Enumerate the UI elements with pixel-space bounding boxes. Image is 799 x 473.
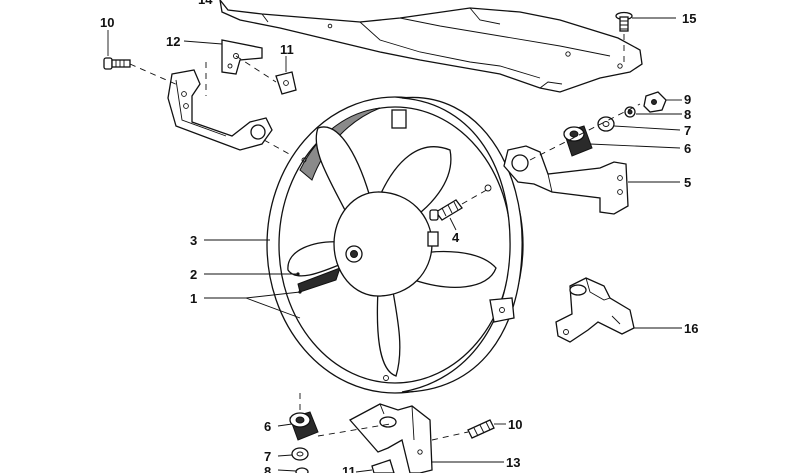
callout-12: 12 — [166, 34, 180, 49]
callout-3: 3 — [190, 233, 197, 248]
callout-14: 15 — [682, 11, 696, 26]
right-bracket — [503, 91, 682, 215]
callout-15: 13 — [506, 455, 520, 470]
callout-2: 2 — [190, 267, 197, 282]
screw-14 — [615, 11, 676, 62]
callout-7-lower: 7 — [264, 449, 271, 464]
callout-1: 1 — [190, 291, 197, 306]
callout-5: 5 — [684, 175, 691, 190]
cover-plate — [219, 0, 643, 93]
callout-10-lower: 10 — [508, 417, 522, 432]
sensor-16 — [555, 277, 682, 343]
callout-4: 4 — [452, 230, 460, 245]
callout-10-upper: 10 — [100, 15, 114, 30]
callout-6-upper: 6 — [684, 141, 691, 156]
callout-8-lower: 8 — [264, 464, 271, 473]
callout-11-upper: 11 — [280, 42, 294, 57]
fan-blades — [287, 126, 497, 377]
callout-11-lower: 11 — [342, 464, 356, 473]
callout-7-upper: 7 — [684, 123, 691, 138]
bolt-4 — [429, 187, 491, 231]
callout-labels: 14 10 15 12 11 9 8 7 6 5 4 3 2 1 16 6 10… — [100, 0, 698, 473]
fan-motor — [333, 191, 439, 297]
callout-6-lower: 6 — [264, 419, 271, 434]
leader-lines-left — [204, 239, 302, 319]
callout-13: 14 — [198, 0, 213, 7]
lower-bracket — [277, 388, 506, 473]
upper-left-bracket — [103, 30, 301, 161]
callout-16: 16 — [684, 321, 698, 336]
callout-8-upper: 8 — [684, 107, 691, 122]
callout-9: 9 — [684, 92, 691, 107]
